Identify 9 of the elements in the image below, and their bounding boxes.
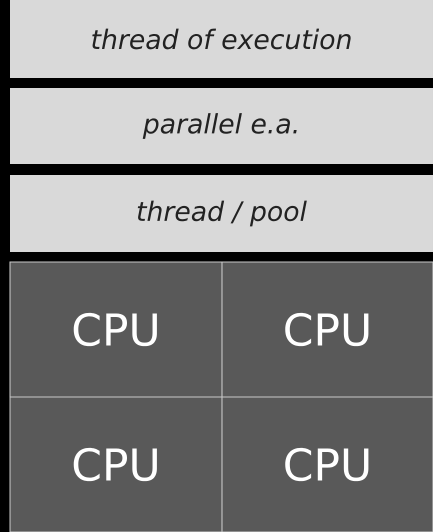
cpu-cell: CPU xyxy=(9,261,223,398)
label-band: thread of execution xyxy=(10,0,433,78)
cpu-cell: CPU xyxy=(221,396,433,532)
label-band: parallel e.a. xyxy=(10,88,433,164)
cpu-cell: CPU xyxy=(9,396,223,532)
label-band: thread / pool xyxy=(10,175,433,252)
cpu-cell: CPU xyxy=(221,261,433,398)
node-label: CPU xyxy=(74,448,157,482)
node-label: CPU xyxy=(285,312,368,346)
